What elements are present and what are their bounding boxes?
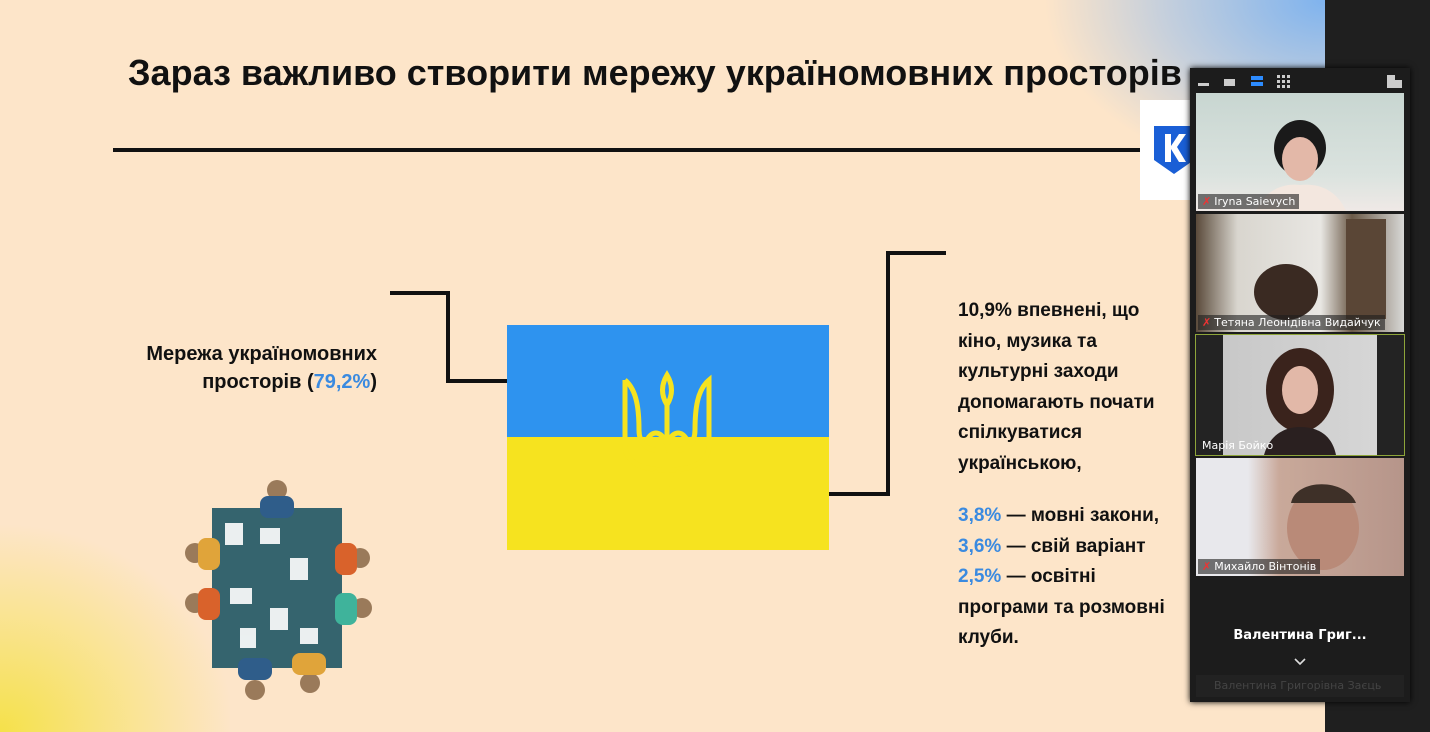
minimize-icon[interactable] <box>1198 75 1210 87</box>
muted-mic-icon: ✗ <box>1202 195 1212 208</box>
connector-line <box>446 291 450 383</box>
ukraine-flag <box>507 325 829 550</box>
stat-row: 3,8% — мовні закони, <box>958 501 1188 532</box>
network-percent: 79,2% <box>313 371 371 393</box>
participant-video-tile[interactable]: ✗Iryna Saievych <box>1196 93 1404 211</box>
participant-name-footer: Валентина Григорівна Заєць <box>1196 675 1404 697</box>
slide-title: Зараз важливо створити мережу україномов… <box>128 52 1182 93</box>
network-label-close: ) <box>370 371 377 393</box>
connector-line <box>886 251 946 255</box>
participant-name: Марія Бойко <box>1202 439 1274 452</box>
participant-video <box>1254 219 1386 320</box>
stat-percent: 3,6% <box>958 535 1002 557</box>
connector-line <box>390 291 450 295</box>
stat-percent: 2,5% <box>958 566 1002 587</box>
connector-line <box>829 492 890 496</box>
participant-video <box>1256 120 1346 211</box>
presentation-slide: Зараз важливо створити мережу україномов… <box>0 0 1325 732</box>
stats-line: допомагають почати <box>958 391 1155 413</box>
participant-no-video-name[interactable]: Валентина Григ... <box>1233 628 1367 643</box>
meeting-table-illustration <box>185 480 372 700</box>
stat-text: — освітні <box>1001 566 1096 587</box>
stats-line: клуби. <box>958 627 1019 648</box>
network-label: Мережа україномовних просторів (79,2%) <box>100 340 377 396</box>
participant-video <box>1264 348 1336 455</box>
participant-video-tile-active[interactable]: Марія Бойко <box>1195 334 1405 456</box>
strip-view-icon[interactable] <box>1251 75 1263 87</box>
gallery-view-icon[interactable] <box>1277 75 1290 88</box>
video-gallery-panel: ✗Iryna Saievych ✗Тетяна Леонідівна Видай… <box>1190 68 1410 702</box>
exit-fullscreen-icon[interactable] <box>1387 75 1402 88</box>
connector-line <box>886 251 890 496</box>
participant-name: ✗Iryna Saievych <box>1198 194 1300 209</box>
stat-row: 3,6% — свій варіант <box>958 532 1188 563</box>
chevron-down-icon[interactable] <box>1294 658 1306 666</box>
participant-video-tile[interactable]: ✗Тетяна Леонідівна Видайчук <box>1196 214 1404 332</box>
stats-line: культурні заходи <box>958 361 1119 382</box>
stats-line: 10,9% впевнені, що <box>958 300 1140 321</box>
muted-mic-icon: ✗ <box>1202 560 1212 573</box>
participant-name: ✗Тетяна Леонідівна Видайчук <box>1198 315 1385 330</box>
stat-percent: 3,8% <box>958 505 1002 526</box>
stats-line: кіно, музика та <box>958 330 1097 352</box>
trident-icon <box>622 370 712 505</box>
participant-name: ✗Михайло Вінтонів <box>1198 559 1321 574</box>
stat-text: — свій варіант <box>1001 535 1146 557</box>
muted-mic-icon: ✗ <box>1202 316 1212 329</box>
title-divider <box>113 148 1143 152</box>
panel-toolbar <box>1190 68 1410 93</box>
participant-video <box>1287 484 1359 570</box>
stats-text: 10,9% впевнені, що кіно, музика та культ… <box>958 296 1188 654</box>
network-label-text: Мережа україномовних просторів ( <box>146 343 377 393</box>
connector-line <box>446 379 508 383</box>
participant-video-tile[interactable]: ✗Михайло Вінтонів <box>1196 458 1404 576</box>
decor-yellow-glow <box>0 452 230 732</box>
stat-text: — мовні закони, <box>1001 505 1160 526</box>
speaker-view-icon[interactable] <box>1224 75 1236 87</box>
stats-line: програми та розмовні <box>958 596 1165 618</box>
stats-line: українською, <box>958 452 1082 474</box>
stats-line: спілкуватися <box>958 422 1083 443</box>
logo-shield-icon <box>1154 126 1194 174</box>
stat-row: 2,5% — освітні <box>958 562 1188 593</box>
